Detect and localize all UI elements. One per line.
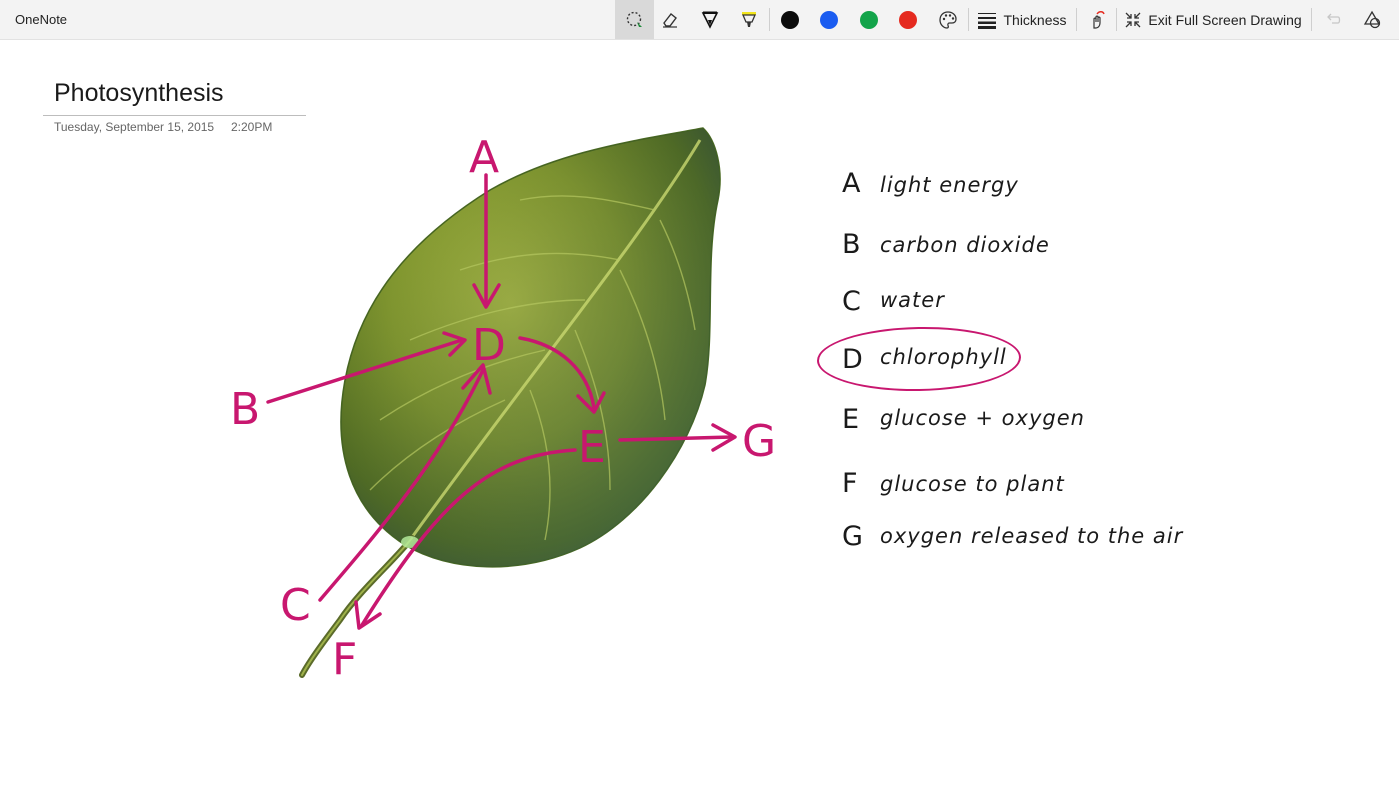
- arrow-e-to-g: [618, 435, 734, 442]
- diagram-label-d: D: [472, 320, 506, 371]
- diagram-label-b: B: [230, 384, 260, 435]
- legend-text-b[interactable]: carbon dioxide: [880, 233, 1050, 257]
- diagram-letters: A D B E G C F: [230, 132, 776, 685]
- palette-icon: [939, 10, 957, 29]
- legend-letter-a: A: [842, 168, 861, 199]
- page-title[interactable]: Photosynthesis: [54, 79, 224, 107]
- drawing-canvas[interactable]: A D B E G C F: [0, 40, 1399, 786]
- green-swatch: [860, 10, 878, 29]
- ink-arrows[interactable]: [266, 173, 737, 630]
- page-time: 2:20PM: [231, 120, 273, 134]
- legend-text-g[interactable]: oxygen released to the air: [880, 524, 1184, 548]
- arrow-f-head: [354, 600, 382, 630]
- eraser-icon: [663, 12, 677, 28]
- legend-text-d[interactable]: chlorophyll: [880, 345, 1007, 369]
- app-title: OneNote: [15, 12, 68, 27]
- title-underline: [43, 115, 306, 116]
- arrow-e-to-f: [360, 448, 577, 627]
- toolbar-separator: [1311, 8, 1312, 31]
- diagram-label-f: F: [332, 634, 357, 685]
- shapes-icon: [1363, 10, 1381, 28]
- arrow-c-to-d: [318, 368, 485, 602]
- arrow-d-e-head: [576, 391, 606, 414]
- lasso-select-icon: [626, 11, 642, 27]
- highlighter-button[interactable]: [733, 0, 765, 39]
- exit-fullscreen-icon: [1125, 12, 1141, 27]
- arrow-g-head: [711, 423, 737, 452]
- diagram-label-e: E: [578, 422, 606, 473]
- toolbar-separator: [769, 8, 770, 31]
- legend-letter-e: E: [842, 404, 860, 435]
- diagram-label-g: G: [742, 416, 776, 467]
- arrow-c-head: [461, 363, 492, 395]
- thickness-label: Thickness: [1003, 11, 1067, 28]
- legend-letter-b: B: [842, 229, 861, 260]
- drawing-toolbar: OneNote: [0, 0, 1399, 40]
- color-palette-button[interactable]: [934, 0, 962, 39]
- blue-color-button[interactable]: [815, 0, 843, 39]
- legend-letter-d: D: [842, 344, 863, 375]
- black-swatch: [781, 10, 799, 29]
- toolbar-separator: [968, 8, 969, 31]
- legend-text-c[interactable]: water: [880, 288, 945, 312]
- arrow-b-to-d: [266, 338, 464, 404]
- leaf-image: [299, 127, 721, 678]
- arrow-a-head: [472, 283, 501, 309]
- legend-letter-c: C: [842, 286, 861, 317]
- page-date: Tuesday, September 15, 2015: [54, 120, 215, 134]
- arrow-b-head: [442, 331, 467, 357]
- exit-full-screen-label: Exit Full Screen Drawing: [1148, 11, 1302, 28]
- pen-icon: [701, 11, 719, 29]
- highlighter-icon: [742, 11, 756, 27]
- legend-text-f[interactable]: glucose to plant: [880, 472, 1065, 496]
- pen-button[interactable]: [694, 0, 726, 39]
- green-color-button[interactable]: [855, 0, 883, 39]
- legend-text-a[interactable]: light energy: [880, 173, 1019, 197]
- red-swatch: [899, 10, 917, 29]
- ink-to-shape-button[interactable]: [1357, 0, 1387, 39]
- thickness-button[interactable]: Thickness: [976, 0, 1068, 39]
- thickness-icon: [978, 12, 997, 29]
- arrow-d-to-e: [518, 336, 596, 410]
- legend-letter-g: G: [842, 521, 863, 552]
- black-color-button[interactable]: [776, 0, 804, 39]
- lasso-select-button[interactable]: [615, 0, 654, 39]
- blue-swatch: [820, 10, 838, 29]
- touch-draw-icon: [1093, 10, 1105, 29]
- undo-button[interactable]: [1318, 0, 1348, 39]
- exit-full-screen-drawing-button[interactable]: Exit Full Screen Drawing: [1123, 0, 1303, 39]
- toolbar-separator: [1116, 8, 1117, 31]
- undo-icon: [1327, 13, 1341, 24]
- eraser-button[interactable]: [654, 0, 686, 39]
- legend-letter-f: F: [842, 468, 858, 499]
- diagram-label-a: A: [469, 132, 499, 183]
- diagram-label-c: C: [280, 580, 311, 631]
- draw-with-touch-button[interactable]: [1082, 0, 1112, 39]
- legend-text-e[interactable]: glucose + oxygen: [880, 406, 1085, 430]
- toolbar-separator: [1076, 8, 1077, 31]
- red-color-button[interactable]: [894, 0, 922, 39]
